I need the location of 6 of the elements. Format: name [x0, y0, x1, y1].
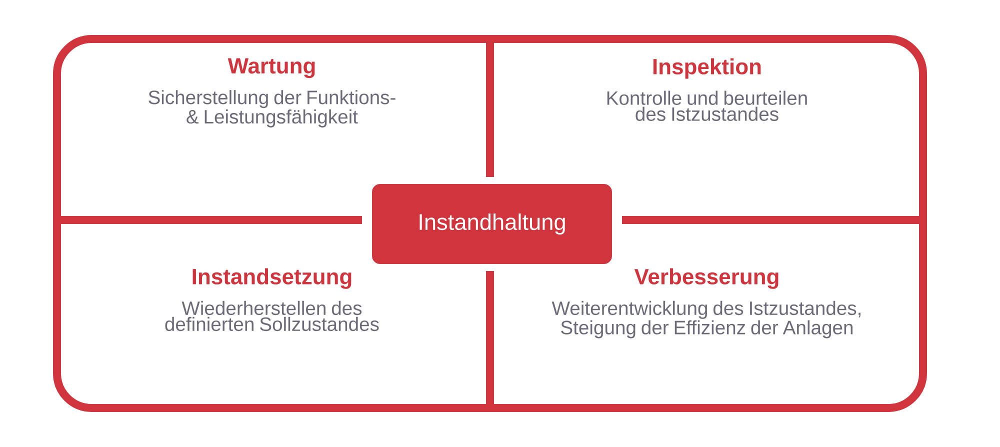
node-label: Instandhaltung: [420, 213, 565, 235]
center-box: Instandhaltung: [362, 177, 622, 271]
quadrant-text: Wartung Sicherstellung der Funktions- & Leistungsfähigkeit: [148, 58, 396, 128]
quadrant-text: Instandsetzung Wiederherstellen des definierten Sollzustandes: [165, 268, 379, 332]
quadrant-text: Inspektion Kontrolle und beurteilen des Istzustandes: [607, 58, 807, 121]
quadrant-text: Verbesserung Weiterentwicklung des Istzustandes, Steigung der Effizienz der Anlagen: [552, 268, 860, 338]
